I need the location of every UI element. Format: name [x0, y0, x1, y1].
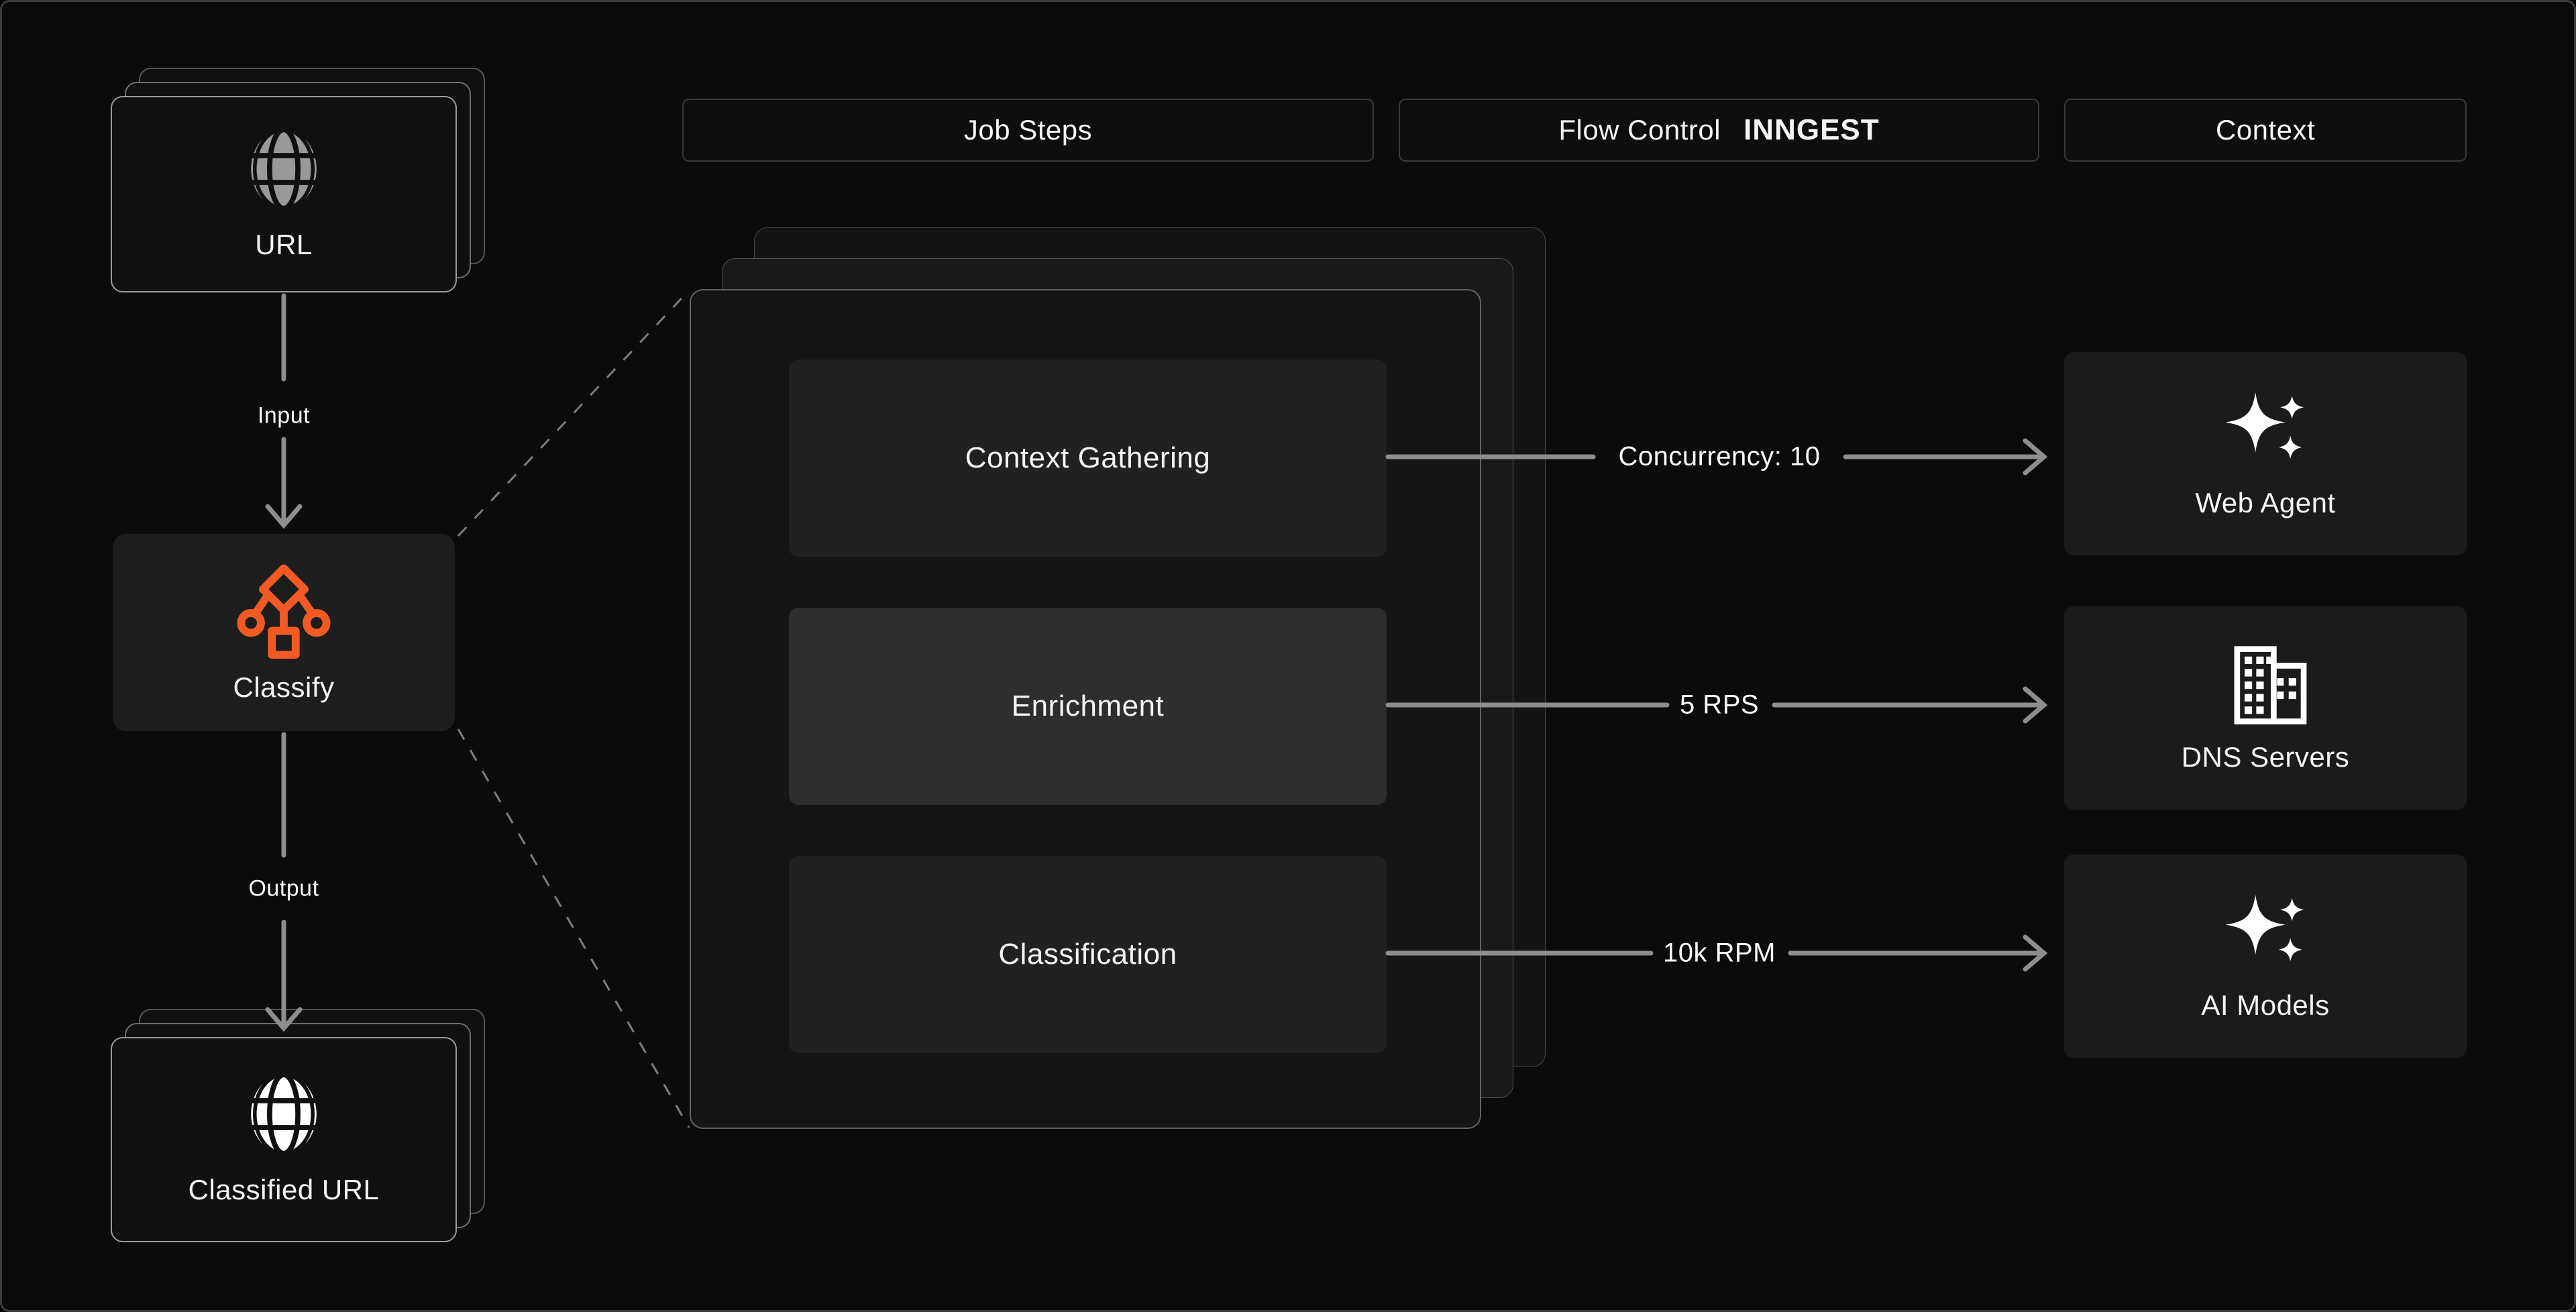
flow-control-concurrency-label: Concurrency: 10	[1618, 441, 1821, 472]
context-card-dns-servers: DNS Servers	[2064, 606, 2467, 810]
zoom-dashed-line	[457, 289, 690, 537]
arrowhead-right-icon	[2023, 686, 2048, 724]
classify-card-label: Classify	[233, 671, 335, 703]
zoom-dashed-line	[457, 728, 690, 1128]
step-label: Enrichment	[1011, 690, 1165, 722]
flow-control-rpm-label: 10k RPM	[1663, 938, 1776, 968]
output-arrow-label: Output	[248, 875, 319, 901]
classified-url-card-stack: Classified URL	[111, 1009, 485, 1242]
arrowhead-right-icon	[2023, 438, 2048, 476]
context-card-label: Web Agent	[2195, 486, 2336, 518]
context-card-label: AI Models	[2201, 989, 2330, 1021]
header-flow-control-label: Flow Control	[1558, 114, 1721, 146]
globe-icon	[246, 1072, 321, 1156]
flow-control-rps-label: 5 RPS	[1679, 690, 1760, 720]
inngest-logo: INNGEST	[1743, 113, 1880, 146]
step-context-gathering: Context Gathering	[789, 360, 1387, 557]
arrowhead-right-icon	[2023, 934, 2048, 972]
globe-icon	[246, 126, 321, 211]
url-card-label: URL	[255, 228, 313, 260]
buildings-icon	[2224, 643, 2307, 726]
header-context: Context	[2064, 99, 2467, 162]
url-card-stack: URL	[111, 68, 485, 292]
job-steps-card: Context Gathering Enrichment Classificat…	[690, 289, 1481, 1129]
context-card-web-agent: Web Agent	[2064, 352, 2467, 555]
step-label: Classification	[998, 938, 1177, 971]
step-classification: Classification	[789, 856, 1387, 1053]
classify-card: Classify	[113, 534, 455, 731]
job-steps-stack: Context Gathering Enrichment Classificat…	[690, 227, 1546, 1129]
header-job-steps: Job Steps	[682, 99, 1374, 162]
sparkles-icon	[2224, 891, 2307, 975]
classified-url-card-label: Classified URL	[188, 1174, 380, 1205]
sparkles-icon	[2224, 389, 2307, 472]
context-card-ai-models: AI Models	[2064, 855, 2467, 1058]
header-context-label: Context	[2215, 114, 2316, 146]
input-arrow-label: Input	[257, 402, 311, 429]
url-card: URL	[111, 96, 457, 292]
header-job-steps-label: Job Steps	[963, 114, 1093, 146]
context-card-label: DNS Servers	[2181, 741, 2350, 773]
arrowhead-down-icon	[265, 504, 303, 529]
workflow-icon	[234, 561, 333, 661]
header-flow-control: Flow Control INNGEST	[1399, 99, 2039, 162]
step-label: Context Gathering	[965, 441, 1211, 474]
classified-url-card: Classified URL	[111, 1037, 457, 1242]
step-enrichment: Enrichment	[789, 608, 1387, 805]
